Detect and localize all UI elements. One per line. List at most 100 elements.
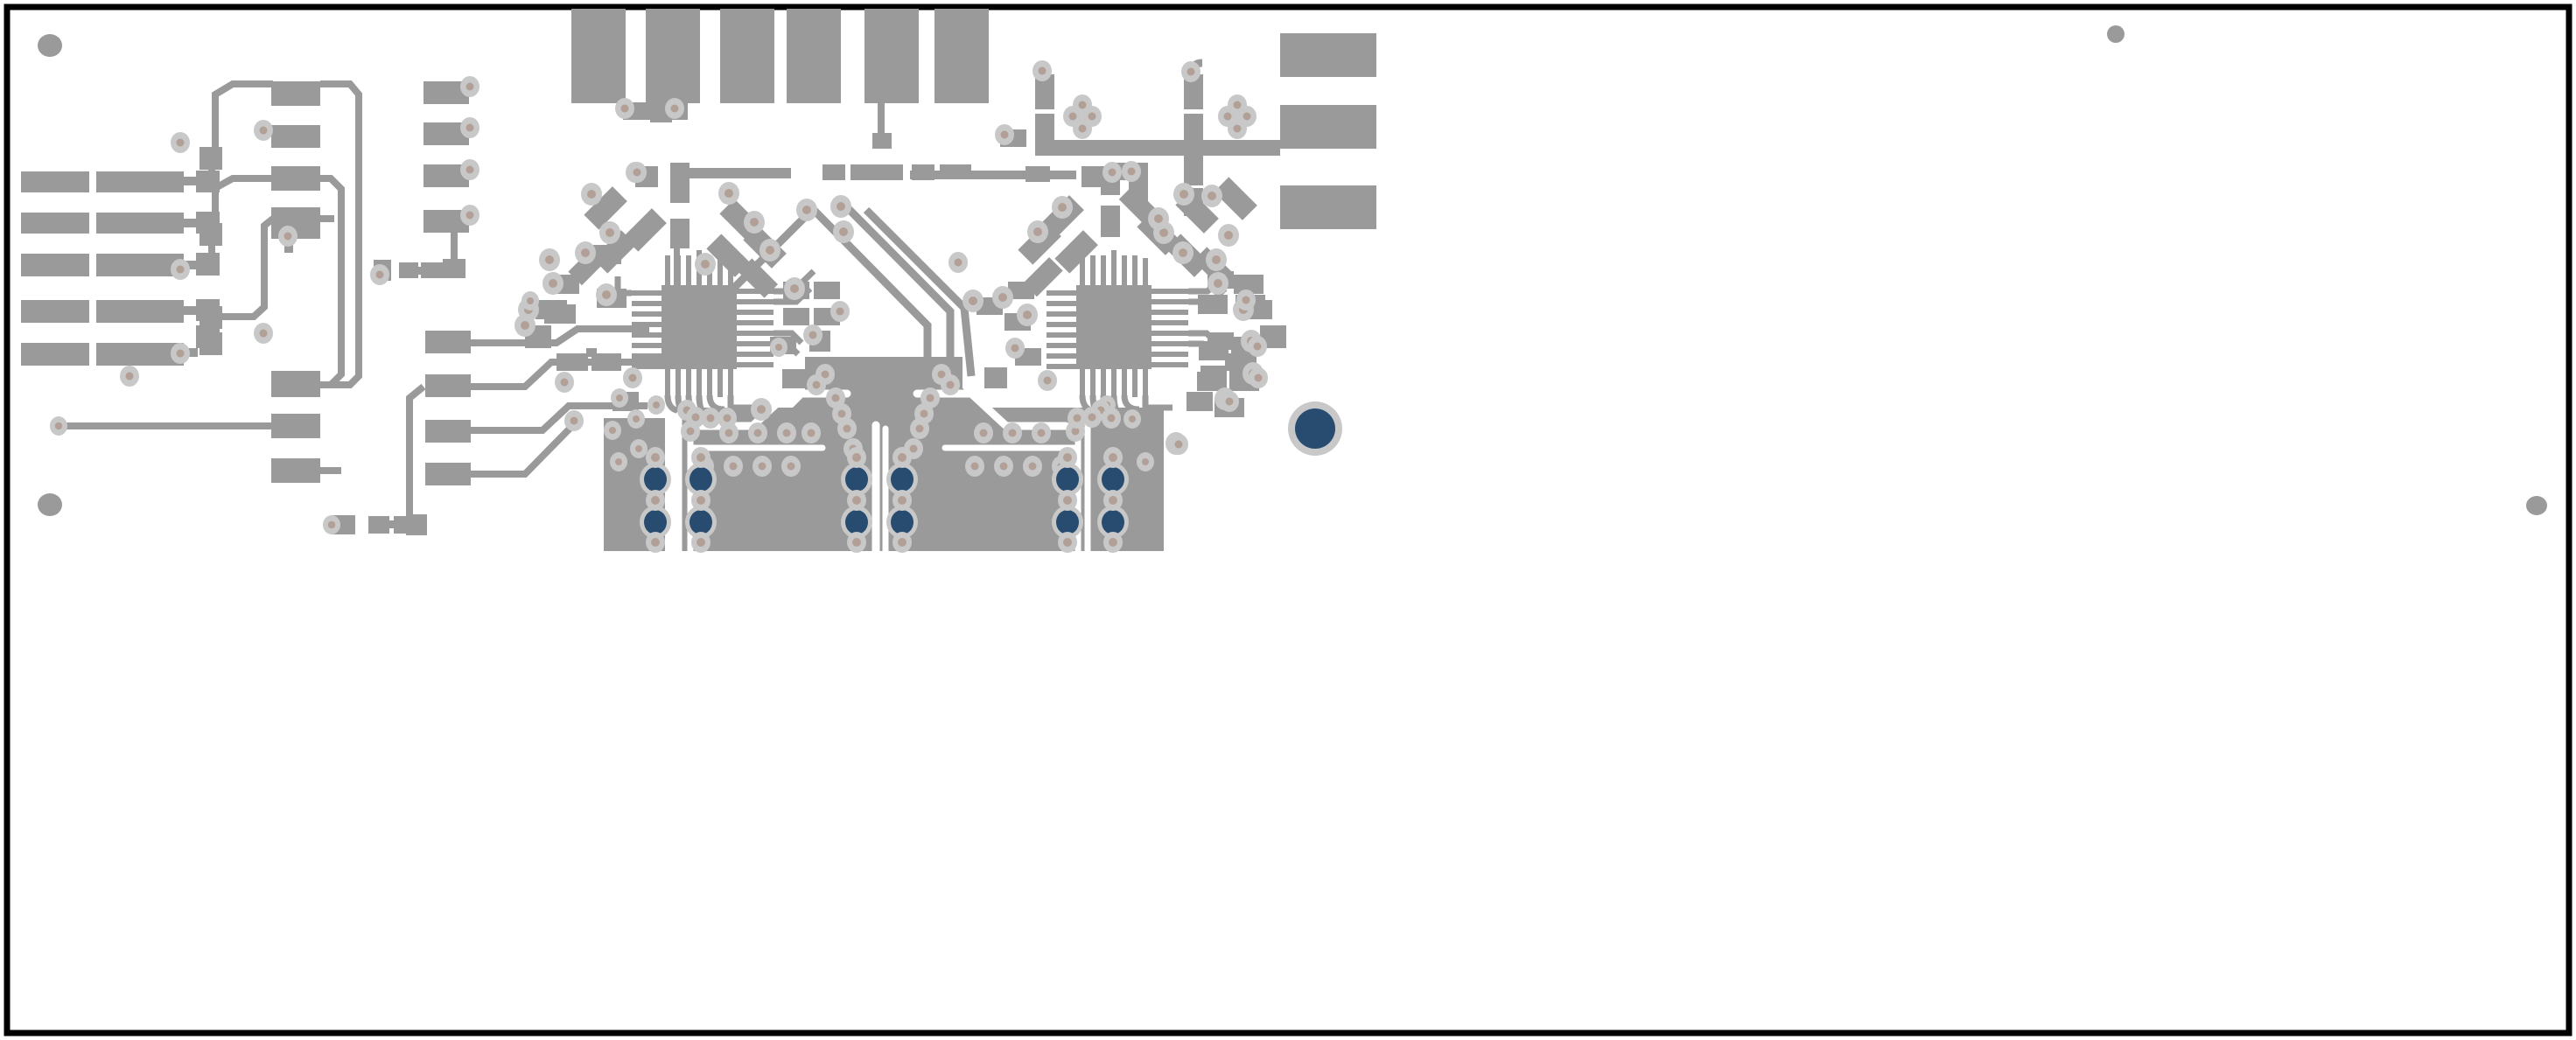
pass-l-f [556,353,588,371]
fiducial-bottom-right [2526,496,2547,515]
mid-pad-7 [271,458,320,483]
rp-5 [1197,372,1227,391]
trace-l3 [212,175,273,233]
left-pad-r1c1 [21,171,89,192]
ur-long-trace [910,171,1076,179]
fiducial-bottom-left [38,493,62,516]
conn-pad4-drop [451,233,458,262]
left-connector-pad-group [374,81,471,485]
left-pad-r1c2 [96,171,184,192]
ur-bus [1035,140,1280,156]
vchip-c2 [200,332,222,355]
pass-l-d [544,304,576,324]
trace-l2 [275,80,362,388]
left-pad-array [21,147,222,366]
pth-right-standalone [1288,401,1342,456]
top-edge-pad-group [571,9,989,149]
pth-c1b [685,463,717,496]
ic-right-pins-left [1046,290,1076,369]
ic-left-pins-bottom [665,369,733,397]
pth-c3d [1097,506,1129,539]
right-edge-pad-group [1280,33,1376,229]
neck-r4 [182,306,198,315]
fiducial-top-left [38,34,62,57]
bl-chip-link [387,520,397,528]
mid-column-pad-group [271,81,320,483]
pour-main [681,357,1164,551]
vias-upper-right [627,60,1256,183]
conn-pad-6 [425,374,471,397]
vchip-b1 [200,223,222,246]
plated-through-holes [640,401,1342,553]
copper-layer [21,9,2547,555]
left-pad-r5c2 [96,343,184,366]
rp-1 [1198,295,1228,314]
left-pad-r5c1 [21,343,89,366]
rp-3 [1199,341,1228,360]
ic-right-pins-right [1152,289,1188,367]
pass-l-i [592,245,621,264]
ic-left-body [662,285,737,369]
pass-r-f [1008,282,1034,299]
trace-m3 [471,402,648,434]
ic-left-package[interactable] [632,250,774,397]
pass-l-g [592,353,621,371]
top-edge-pad-4 [787,9,841,103]
top-edge-pad-2 [646,9,700,103]
ic-right-pins-bottom [1080,369,1148,397]
vlink-a [208,166,215,177]
pth-c1a [640,463,671,496]
mid-pad-3 [271,166,320,191]
pass-l-l [670,219,690,248]
chip-row-b [399,262,418,278]
mid-pad-6 [271,414,320,438]
pth-c3a [1052,463,1083,496]
ur-pad-2 [1035,114,1054,142]
ic-right-package[interactable] [1046,250,1188,397]
for-6 [1142,395,1172,411]
pass-l-o [783,308,809,325]
top-edge-pad-3 [720,9,774,103]
neck-r2 [182,219,198,227]
ur-pad-10 [1101,206,1120,237]
dp-2 [843,203,955,376]
for-5 [1121,394,1140,413]
pass-l-stub [674,245,680,289]
left-routing-traces [58,80,665,532]
fo-r3 [774,330,804,346]
board-outline [4,3,2572,1037]
top-pad5-endpad [872,133,892,149]
pass-r-p [1082,166,1104,187]
top-pad5-trace [878,103,885,138]
pth-c3b [1097,463,1129,496]
pth-c2c [841,506,872,539]
vias-pour-right [904,364,1154,477]
pass-l-k [670,163,690,203]
neck-r1 [182,177,198,185]
left-pad-r4c2 [96,300,184,323]
right-edge-pad-2 [1280,105,1376,149]
fo-l5 [706,394,725,413]
trace-l4 [320,175,345,387]
vias-right-ic-field [948,183,1268,455]
ic-left-pins-right [737,289,774,367]
ur-pad-5 [1184,114,1203,140]
bus-pad-1 [822,164,845,180]
pth-c2a [841,463,872,496]
ic-right-pins-top [1080,250,1148,285]
vlink-c [208,325,215,336]
ur-pad-4 [1184,74,1203,109]
vias-pour-left [610,364,863,477]
trace-l1 [212,80,273,156]
dp-3 [863,206,976,377]
vias-left-ic-field [514,182,854,458]
vlink-b [208,243,215,254]
pth-c1d [685,506,717,539]
left-pad-r3c1 [21,254,89,276]
bus-left [688,168,791,178]
pth-c2b [886,463,918,496]
trace-m4 [471,422,576,478]
chip-r3 [196,253,220,276]
